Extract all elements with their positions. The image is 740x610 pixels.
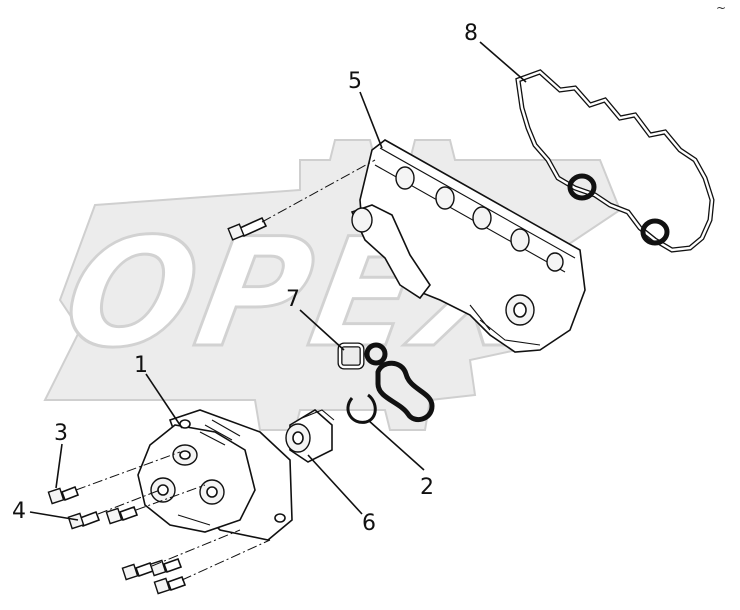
leader-7 [299, 309, 345, 351]
part-8-gasket [515, 69, 715, 253]
leader-6 [307, 454, 363, 515]
bolt-4 [67, 510, 101, 530]
callout-4: 4 [12, 499, 26, 524]
part-1-filter-head [137, 409, 293, 541]
filter-head-body [137, 424, 256, 533]
leader-5 [359, 91, 383, 149]
assembly-centerline-lower-a [151, 529, 241, 567]
assembly-centerline-bolt-3 [75, 451, 181, 491]
gasket-port-ring-right [640, 218, 670, 246]
gasket-inner-line [516, 70, 714, 252]
callout-5: 5 [348, 69, 362, 94]
leader-1 [145, 373, 183, 429]
part-7-gasket-set [337, 342, 435, 423]
leader-lines [29, 41, 527, 521]
callout-labels: 1 2 3 4 5 6 7 8 [12, 21, 478, 536]
leader-8 [479, 41, 527, 83]
bolt-mid [105, 505, 139, 525]
housing-outlet-pipe [350, 204, 431, 300]
callout-7: 7 [286, 287, 300, 312]
flange-bolt-hole-bottom [274, 513, 286, 523]
leader-2 [367, 419, 425, 471]
callout-6: 6 [362, 511, 376, 536]
assembly-centerline-bolt-4 [97, 489, 161, 515]
part-2-snap-ring [346, 393, 377, 424]
gasket-7-ring-a [364, 342, 388, 366]
housing-lower-bracket [469, 304, 541, 346]
bolts-lower [121, 557, 187, 595]
gasket-port-ring-left [567, 173, 597, 201]
assembly-centerline-5 [261, 159, 376, 223]
gasket-7-figure-eight [375, 360, 435, 423]
leader-4 [29, 511, 79, 521]
part-6-valve [285, 409, 335, 463]
leader-3 [55, 443, 63, 489]
housing-outlet-opening [351, 207, 373, 233]
housing-mount-bolt [227, 216, 268, 241]
housing-fitting-core [513, 302, 527, 318]
housing-bosses [395, 166, 564, 272]
callout-8: 8 [464, 21, 478, 46]
part-5-cover-housing [350, 139, 586, 353]
bolt-3 [47, 485, 80, 505]
assembly-centerline-lower-b [181, 539, 271, 581]
callout-2: 2 [420, 475, 434, 500]
assembly-centerline-bolt-mid [135, 484, 206, 511]
corner-mark: ~ [716, 1, 726, 15]
callout-3: 3 [54, 421, 68, 446]
callout-1: 1 [134, 353, 148, 378]
filter-head-ribs [177, 419, 241, 526]
